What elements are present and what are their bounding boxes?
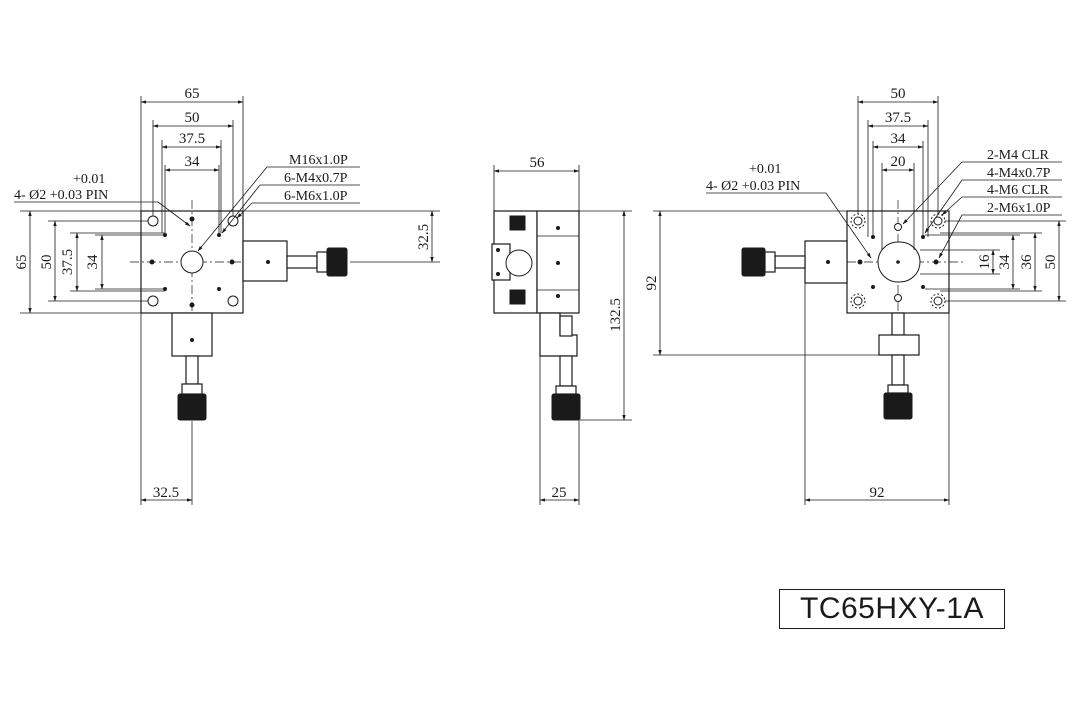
side-view: 56 132.5 25 bbox=[491, 155, 632, 505]
side-dim-56: 56 bbox=[530, 155, 546, 171]
front-dim-37-5: 37.5 bbox=[179, 131, 205, 147]
rear-callout-m6-clr: 4-M6 CLR bbox=[987, 183, 1050, 198]
model-title-box: TC65HXY-1A bbox=[779, 589, 1005, 629]
rear-dim-v50: 50 bbox=[1043, 255, 1059, 270]
rear-dim-20: 20 bbox=[891, 154, 906, 170]
rear-dim-v34: 34 bbox=[997, 254, 1013, 270]
front-dim-50: 50 bbox=[185, 110, 200, 126]
rear-dim-37-5: 37.5 bbox=[885, 110, 911, 126]
front-dim-h65: 65 bbox=[14, 255, 30, 270]
front-dim-65: 65 bbox=[185, 86, 200, 102]
rear-dim-50: 50 bbox=[891, 86, 906, 102]
front-dim-32-5-bottom: 32.5 bbox=[153, 485, 179, 501]
rear-pin-tolerance: +0.01 bbox=[749, 162, 781, 177]
front-pin-tolerance: +0.01 bbox=[73, 172, 105, 187]
rear-view: 50 37.5 34 20 92 92 16 34 bbox=[644, 86, 1066, 505]
rear-callout-m4x07: 4-M4x0.7P bbox=[987, 166, 1051, 181]
front-dim-h34: 34 bbox=[85, 254, 101, 270]
front-callout-m4: 6-M4x0.7P bbox=[284, 171, 348, 186]
rear-dim-h92: 92 bbox=[644, 276, 660, 291]
side-dim-25: 25 bbox=[552, 485, 567, 501]
front-callout-m16: M16x1.0P bbox=[289, 153, 348, 168]
model-name: TC65HXY-1A bbox=[800, 592, 984, 625]
front-pin-spec: 4- Ø2 +0.03 PIN bbox=[14, 188, 108, 203]
side-dim-132-5: 132.5 bbox=[608, 298, 624, 332]
front-dim-34: 34 bbox=[185, 154, 201, 170]
front-callout-m6: 6-M6x1.0P bbox=[284, 189, 348, 204]
rear-dim-w92: 92 bbox=[870, 485, 885, 501]
front-dim-h50: 50 bbox=[39, 255, 55, 270]
rear-pin-spec: 4- Ø2 +0.03 PIN bbox=[706, 179, 800, 194]
rear-dim-v36: 36 bbox=[1019, 254, 1035, 270]
front-dim-h37-5: 37.5 bbox=[60, 249, 76, 275]
rear-dim-34: 34 bbox=[891, 131, 907, 147]
front-center-hole bbox=[180, 250, 204, 274]
rear-callout-m4-clr: 2-M4 CLR bbox=[987, 148, 1050, 163]
rear-callout-m6x1: 2-M6x1.0P bbox=[987, 201, 1051, 216]
rear-dim-v16: 16 bbox=[977, 254, 993, 270]
front-dim-h32-5: 32.5 bbox=[416, 224, 432, 250]
front-view: 65 50 37.5 34 65 50 37.5 34 32 bbox=[14, 86, 440, 505]
